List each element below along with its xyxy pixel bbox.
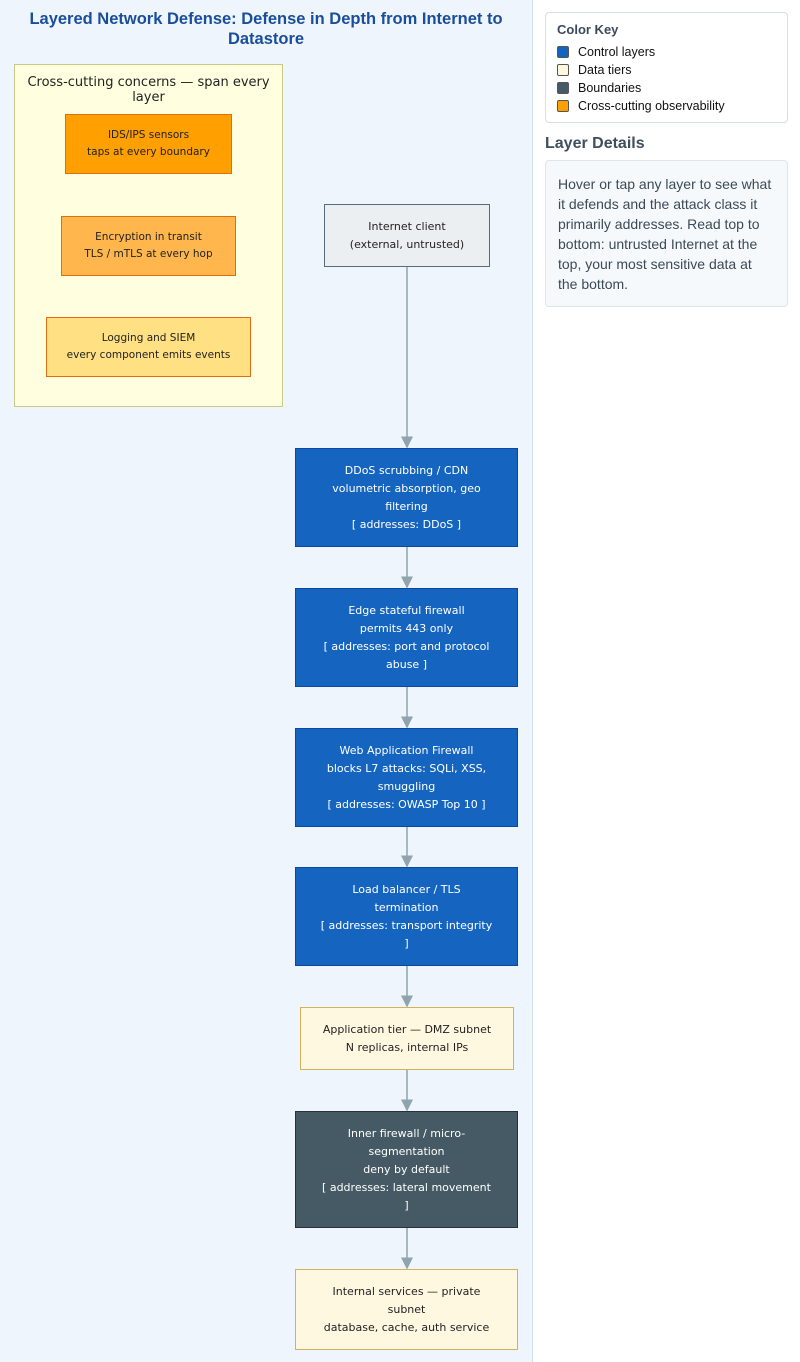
layer-details-card: Hover or tap any layer to see what it de… xyxy=(545,160,788,307)
node-line: Web Application Firewall xyxy=(339,743,474,757)
color-key-title: Color Key xyxy=(557,22,619,37)
node-line: every component emits events xyxy=(66,349,231,361)
node-line: taps at every boundary xyxy=(87,146,210,158)
diagram-panel: Layered Network Defense: Defense in Dept… xyxy=(0,0,533,1362)
node-line: N replicas, internal IPs xyxy=(345,1040,469,1054)
flow-edges xyxy=(401,267,413,1270)
node-line: Logging and SIEM xyxy=(101,332,196,344)
color-key: Color Key Control layers Data tiers Boun… xyxy=(545,12,788,123)
legend-item-data: Data tiers xyxy=(557,61,776,79)
node-line: [ addresses: OWASP Top 10 ] xyxy=(327,797,486,811)
node-line: subnet xyxy=(387,1302,426,1316)
legend-item-boundary: Boundaries xyxy=(557,79,776,97)
node-edge-firewall[interactable]: Edge stateful firewall permits 443 only … xyxy=(295,588,518,687)
legend-swatch xyxy=(557,64,569,76)
crosscut-title: Cross-cutting concerns — span every laye… xyxy=(27,75,270,105)
node-application-tier[interactable]: Application tier — DMZ subnet N replicas… xyxy=(300,1007,514,1070)
node-line: volumetric absorption, geo xyxy=(332,481,481,495)
node-line: DDoS scrubbing / CDN xyxy=(344,463,469,477)
node-line: deny by default xyxy=(363,1162,450,1176)
node-line: Edge stateful firewall xyxy=(348,603,465,617)
node-line: Encryption in transit xyxy=(95,231,202,243)
legend-label: Cross-cutting observability xyxy=(578,99,725,113)
node-inner-firewall[interactable]: Inner firewall / micro- segmentation den… xyxy=(295,1111,518,1228)
node-line: database, cache, auth service xyxy=(323,1320,490,1334)
node-line: Internet client xyxy=(368,219,446,233)
node-load-balancer[interactable]: Load balancer / TLS termination [ addres… xyxy=(295,867,518,966)
node-line: abuse ] xyxy=(386,657,427,671)
layer-details-title: Layer Details xyxy=(545,135,645,152)
legend-swatch xyxy=(557,100,569,112)
node-line: Application tier — DMZ subnet xyxy=(322,1022,492,1036)
node-line: segmentation xyxy=(368,1144,445,1158)
node-internet-client[interactable]: Internet client (external, untrusted) xyxy=(324,204,490,267)
node-line: IDS/IPS sensors xyxy=(107,129,190,141)
node-line: [ addresses: transport integrity xyxy=(320,918,493,932)
node-encryption[interactable]: Encryption in transit TLS / mTLS at ever… xyxy=(61,216,236,276)
node-line: ] xyxy=(404,936,409,950)
legend-swatch xyxy=(557,46,569,58)
node-line: filtering xyxy=(385,499,428,513)
legend-item-control: Control layers xyxy=(557,43,776,61)
node-line: blocks L7 attacks: SQLi, XSS, xyxy=(326,761,487,775)
legend-label: Boundaries xyxy=(578,81,642,95)
node-line: termination xyxy=(374,900,439,914)
node-line: Inner firewall / micro- xyxy=(347,1126,466,1140)
node-ddos-scrubbing[interactable]: DDoS scrubbing / CDN volumetric absorpti… xyxy=(295,448,518,547)
sidebar: Color Key Control layers Data tiers Boun… xyxy=(545,12,788,307)
diagram-title: Layered Network Defense: Defense in Dept… xyxy=(29,10,503,48)
legend-label: Data tiers xyxy=(578,63,632,77)
node-line: (external, untrusted) xyxy=(349,237,465,251)
node-internal-services[interactable]: Internal services — private subnet datab… xyxy=(295,1269,518,1350)
node-ids-ips[interactable]: IDS/IPS sensors taps at every boundary xyxy=(65,114,232,174)
node-line: [ addresses: lateral movement xyxy=(322,1180,491,1194)
legend-label: Control layers xyxy=(578,45,656,59)
legend-swatch xyxy=(557,82,569,94)
node-waf[interactable]: Web Application Firewall blocks L7 attac… xyxy=(295,728,518,827)
node-line: permits 443 only xyxy=(359,621,454,635)
node-line: Load balancer / TLS xyxy=(352,882,461,896)
legend-item-crosscut: Cross-cutting observability xyxy=(557,97,776,115)
layer-details-text: Hover or tap any layer to see what it de… xyxy=(558,176,772,292)
node-line: ] xyxy=(404,1198,409,1212)
node-line: TLS / mTLS at every hop xyxy=(84,248,213,260)
node-line: Internal services — private xyxy=(332,1284,481,1298)
node-line: [ addresses: port and protocol xyxy=(323,639,490,653)
node-line: smuggling xyxy=(377,779,436,793)
node-line: [ addresses: DDoS ] xyxy=(351,517,462,531)
node-logging-siem[interactable]: Logging and SIEM every component emits e… xyxy=(46,317,251,377)
